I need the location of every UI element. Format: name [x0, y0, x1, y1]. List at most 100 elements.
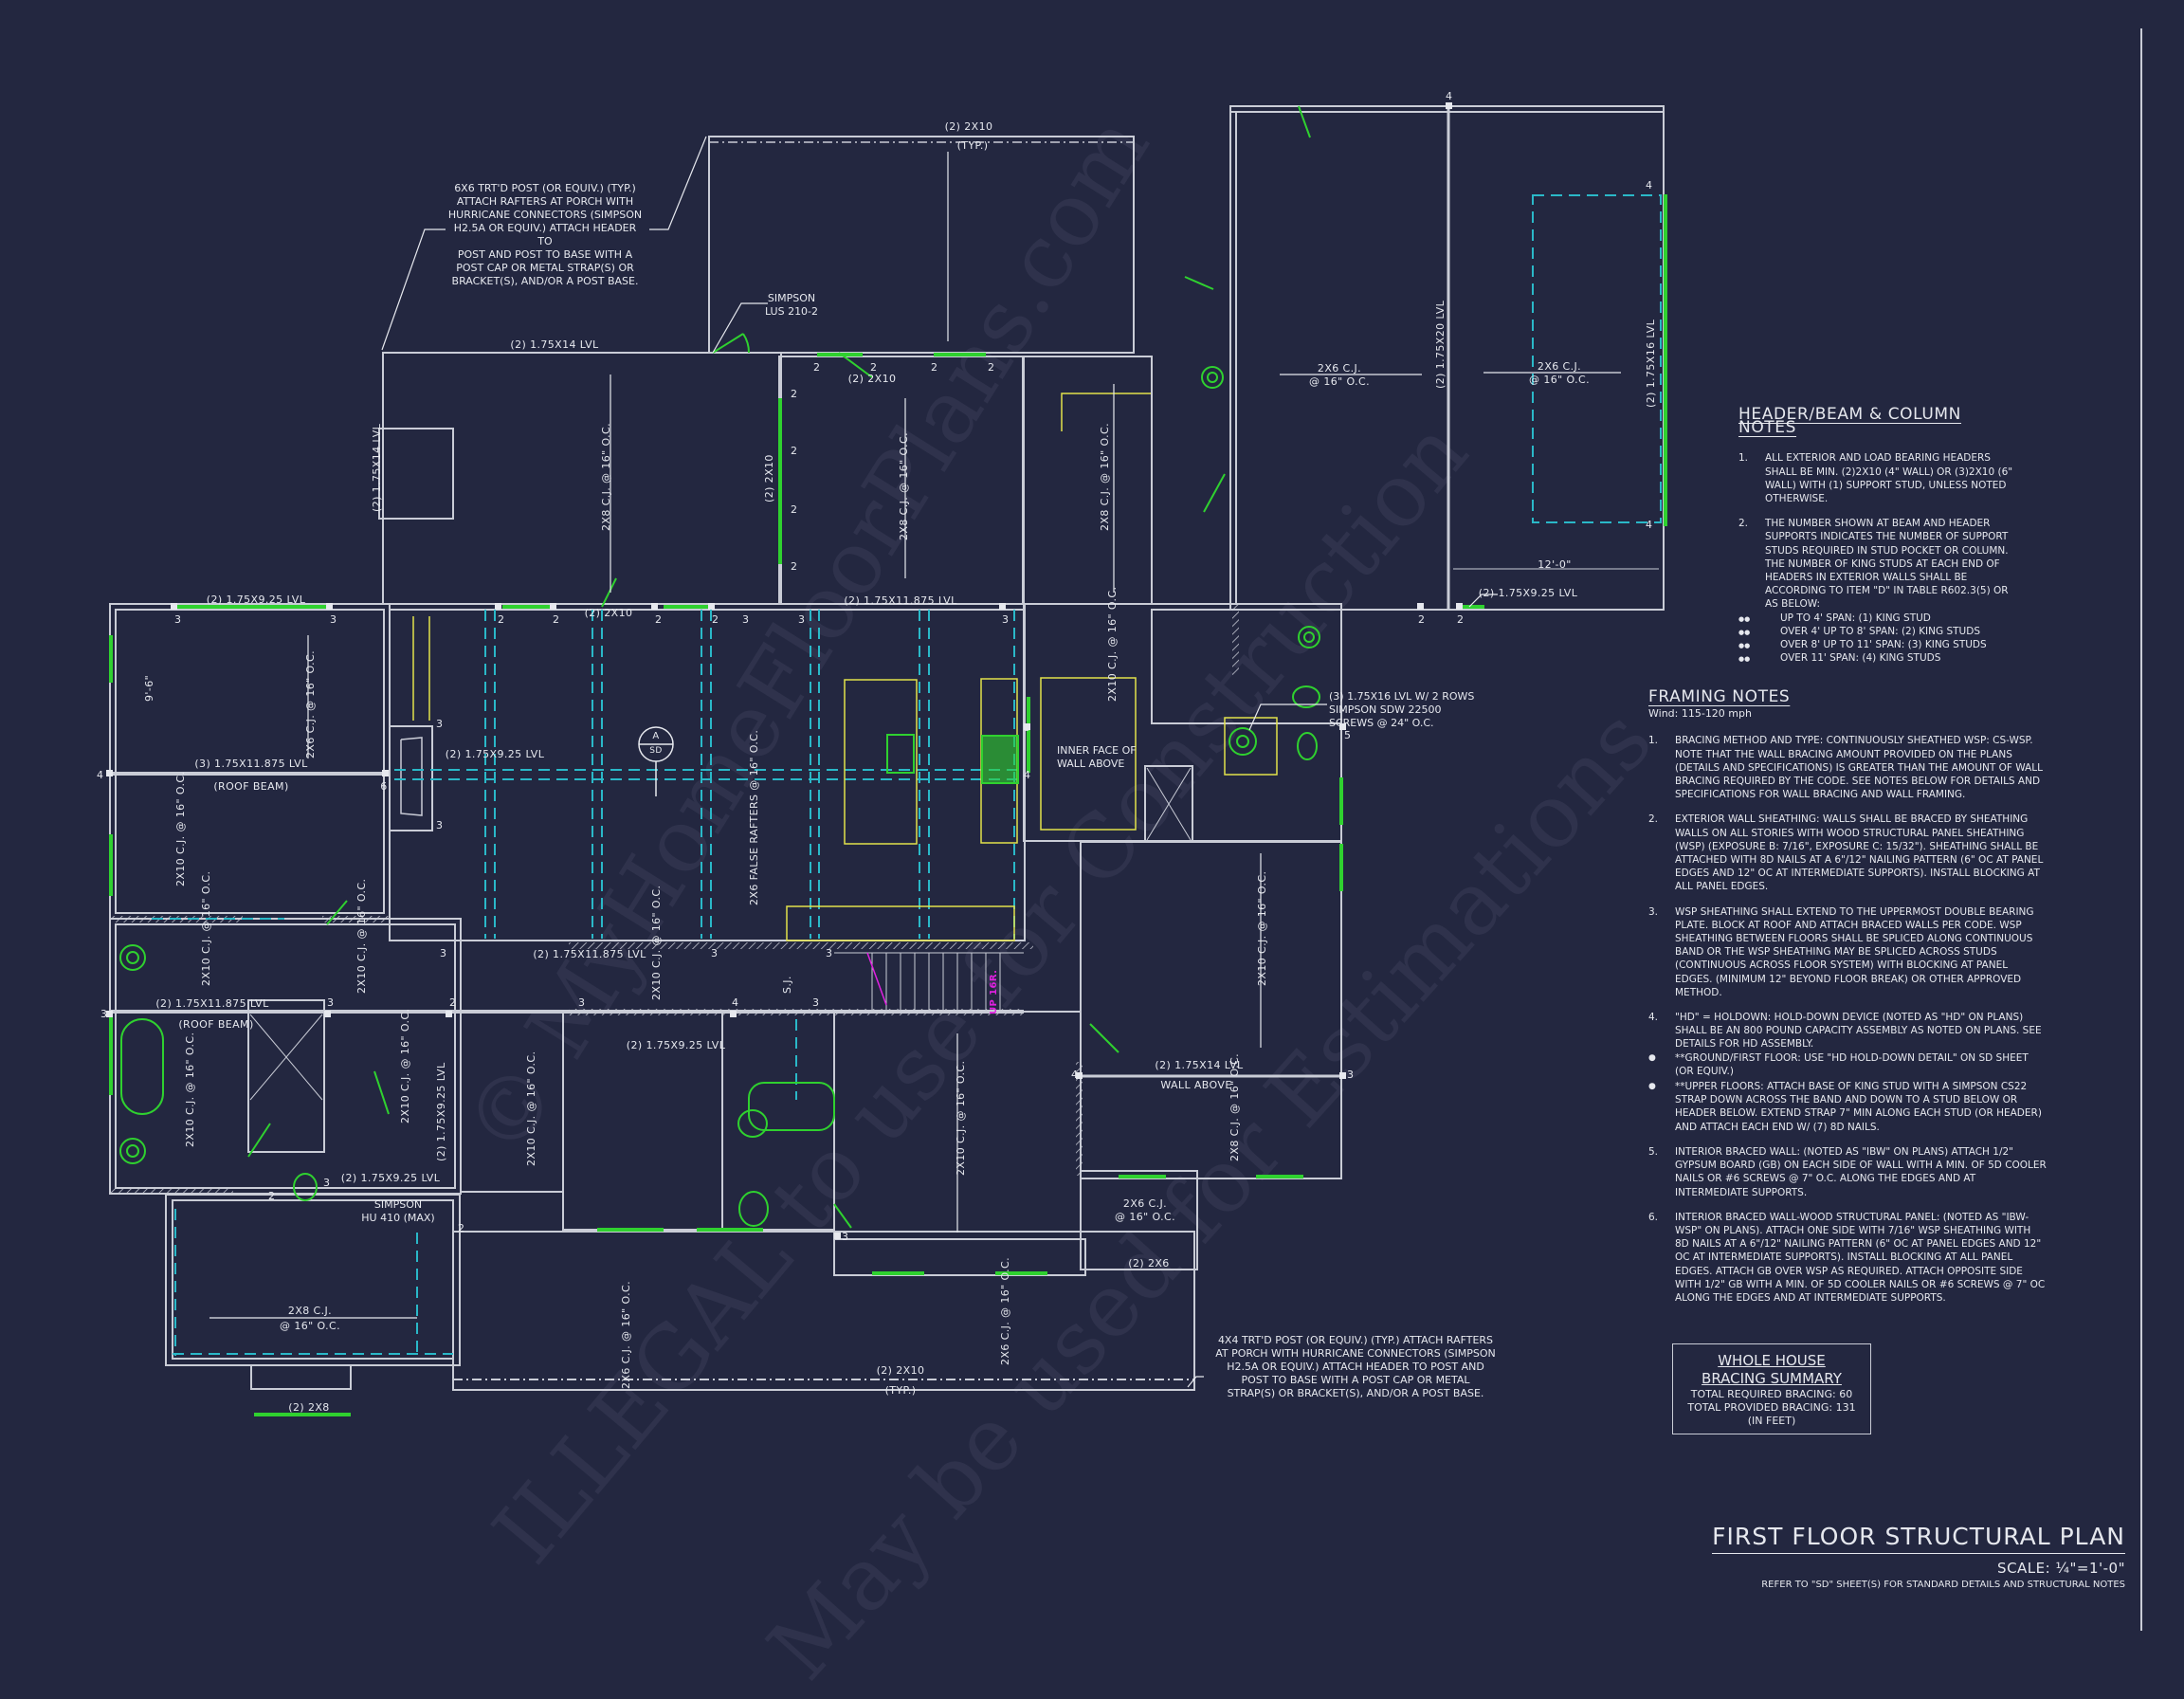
- beam-label-front-header: (2) 2x10: [876, 1364, 925, 1377]
- stud-count: 3: [100, 1008, 108, 1020]
- stud-count: 3: [323, 1177, 331, 1189]
- cj-label-2x6-study: 2x6 C.J. @ 16" O.C.: [304, 650, 317, 758]
- cj-label-2x10-right: 2x10 C.J. @ 16" O.C.: [1256, 870, 1268, 986]
- cj-label-2x6-porch-oc: @ 16" O.C.: [1115, 1211, 1175, 1223]
- sheet-border: [2140, 28, 2142, 1631]
- dimension-garage-12ft: 12'-0": [1538, 558, 1572, 571]
- king-stud-list: UP TO 4' SPAN: (1) KING STUD OVER 4' UP …: [1738, 612, 2023, 667]
- drawing-sheet: © MyHomeFloorPlans.com ILLEGAL to use fo…: [0, 0, 2184, 1638]
- wind-speed: Wind: 115-120 mph: [1648, 707, 1752, 721]
- stud-count: 2: [813, 361, 821, 374]
- stud-count: 5: [1024, 722, 1031, 734]
- cj-label-garage-left: 2x6 C.J.: [1317, 362, 1362, 375]
- stud-count: 3: [330, 613, 337, 626]
- stud-count: 2: [458, 1222, 465, 1234]
- framing-note-2: 2.EXTERIOR WALL SHEATHING: WALLS SHALL B…: [1648, 813, 2044, 893]
- cj-label-2x10-wic: 2x10 C.J. @ 16" O.C.: [399, 1008, 411, 1124]
- beam-label-lvl-925-bath: (2) 1.75x9.25 LVL: [340, 1172, 441, 1184]
- stud-count: 4: [1024, 769, 1031, 781]
- sheet-title: FIRST FLOOR STRUCTURAL PLAN: [1712, 1523, 2125, 1554]
- bracing-provided: TOTAL PROVIDED BRACING: 131: [1687, 1401, 1856, 1414]
- stud-count: 2: [931, 361, 938, 374]
- stud-count: 4: [1646, 179, 1653, 192]
- stud-count: 2: [791, 503, 798, 516]
- beam-label-roof-beam-2: (2) 1.75x11.875 LVL: [155, 997, 269, 1010]
- callout-4x4-porch-post: 4x4 TRT'D POST (OR EQUIV.) (TYP.) ATTACH…: [1215, 1334, 1496, 1399]
- stud-count: 2: [988, 361, 995, 374]
- framing-note-6: 6.INTERIOR BRACED WALL-WOOD STRUCTURAL P…: [1648, 1211, 2046, 1304]
- header-note-1: 1.ALL EXTERIOR AND LOAD BEARING HEADERS …: [1738, 452, 2013, 505]
- stud-count: 3: [436, 718, 444, 730]
- cj-label-2x10-study-low: 2x10 C.J. @ 16" O.C.: [174, 771, 187, 886]
- beam-label-rear-porch-header: (2) 2x10: [944, 120, 993, 133]
- framing-notes: FRAMING NOTES Wind: 115-120 mph 1.BRACIN…: [1648, 687, 2047, 1316]
- cj-label-2x10-closet: 2x10 C.J. @ 16" O.C.: [355, 878, 368, 994]
- king-stud-item: OVER 4' UP TO 8' SPAN: (2) KING STUDS: [1738, 625, 2023, 639]
- callout-simpson-hu: SIMPSON HU 410 (MAX): [361, 1198, 435, 1224]
- bracing-summary-title-1: WHOLE HOUSE: [1718, 1352, 1826, 1369]
- beam-label-header-2x10-side: (2) 2x10: [763, 454, 775, 502]
- beam-label-lvl-14-wall-above: (2) 1.75x14 LVL: [1155, 1059, 1244, 1071]
- cj-label-2x10-hall: 2x10 C.J. @ 16" O.C.: [1106, 586, 1119, 702]
- header-beam-column-notes: HEADER/BEAM & COLUMN NOTES 1.ALL EXTERIO…: [1738, 406, 2023, 667]
- callout-simpson-lus: SIMPSON LUS 210-2: [764, 292, 819, 318]
- bracing-summary-title-2: BRACING SUMMARY: [1702, 1370, 1842, 1387]
- stud-count: 4: [97, 769, 104, 781]
- stud-count: 2: [655, 613, 663, 626]
- king-stud-item: OVER 8' UP TO 11' SPAN: (3) KING STUDS: [1738, 638, 2023, 652]
- beam-label-lvl-11875-top: (2) 1.75x11.875 LVL: [844, 594, 957, 607]
- framing-note-3: 3.WSP SHEATHING SHALL EXTEND TO THE UPPE…: [1648, 905, 2034, 998]
- cj-label-2x8-dining: 2x8 C.J. @ 16" O.C.: [898, 432, 910, 540]
- sheet-reference-note: REFER TO "SD" SHEET(S) FOR STANDARD DETA…: [1761, 1580, 2125, 1590]
- stud-count: 3: [174, 613, 182, 626]
- cj-label-2x10-mid: 2x10 C.J. @ 16" O.C.: [650, 885, 663, 1000]
- stud-count: 3: [436, 819, 444, 831]
- framing-note-5: 5.INTERIOR BRACED WALL: (NOTED AS "IBW" …: [1648, 1145, 2047, 1198]
- cj-label-2x8-laundry: 2x8 C.J. @ 16" O.C.: [1099, 423, 1111, 531]
- cj-label-2x6-front-left: 2x6 C.J. @ 16" O.C.: [620, 1281, 632, 1389]
- cj-label-2x8-right: 2x8 C.J. @ 16" O.C.: [1228, 1053, 1241, 1161]
- beam-label-header-2x10-great: (2) 2x10: [584, 607, 633, 619]
- stud-count: 4: [732, 996, 739, 1009]
- callout-6x6-porch-post: 6x6 TRT'D POST (OR EQUIV.) (TYP.) ATTACH…: [447, 182, 643, 287]
- stud-count: 3: [711, 947, 719, 959]
- bracing-summary-box: WHOLE HOUSE BRACING SUMMARY TOTAL REQUIR…: [1672, 1343, 1871, 1434]
- beam-label-rear-porch-typ: (TYP.): [956, 139, 989, 152]
- holdown-upper-floors: **UPPER FLOORS: ATTACH BASE OF KING STUD…: [1648, 1080, 2047, 1134]
- beam-label-header-2x6: (2) 2x6: [1128, 1257, 1170, 1270]
- cj-label-2x10-bath: 2x10 C.J. @ 16" O.C.: [200, 870, 212, 986]
- stair-up-label: UP 16R.: [989, 969, 999, 1014]
- stud-count: 3: [1347, 1069, 1355, 1081]
- cj-label-false-rafters: 2x6 FALSE RAFTERS @ 16" O.C.: [748, 729, 760, 905]
- king-stud-item: UP TO 4' SPAN: (1) KING STUD: [1738, 612, 2023, 626]
- framing-notes-title: FRAMING NOTES: [1648, 687, 1791, 706]
- beam-label-lvl-20-garage: (2) 1.75x20 LVL: [1434, 300, 1447, 389]
- beam-label-roof-beam-1b: (ROOF BEAM): [213, 780, 289, 793]
- cj-label-2x6-front-right: 2x6 C.J. @ 16" O.C.: [999, 1257, 1011, 1365]
- king-stud-item: OVER 11' SPAN: (4) KING STUDS: [1738, 651, 2023, 666]
- beam-label-lvl-925-fire: (2) 1.75x9.25 LVL: [445, 748, 545, 760]
- stud-count: 3: [1002, 613, 1010, 626]
- sheet-scale: SCALE: ¼"=1'-0": [1997, 1560, 2125, 1577]
- cj-label-2x10-master: 2x10 C.J. @ 16" O.C.: [184, 1032, 196, 1147]
- cj-label-garage-left-oc: @ 16" O.C.: [1309, 375, 1370, 388]
- beam-label-lvl-925-left: (2) 1.75x9.25 LVL: [206, 594, 306, 606]
- stud-count: 3: [327, 996, 335, 1009]
- stud-count: 3: [440, 947, 447, 959]
- beam-label-front-typ: (TYP.): [884, 1384, 917, 1397]
- bracing-units: (IN FEET): [1747, 1415, 1796, 1427]
- stud-count: 2: [791, 388, 798, 400]
- stud-count: 2: [498, 613, 505, 626]
- dimension-9ft-6in: 9'-6": [143, 674, 155, 702]
- beam-label-header-2x10-mid: (2) 2x10: [847, 373, 897, 385]
- stud-count: 3: [578, 996, 586, 1009]
- cj-label-2x10-bed2: 2x10 C.J. @ 16" O.C.: [525, 1050, 537, 1166]
- beam-label-roof-beam-2b: (ROOF BEAM): [178, 1018, 254, 1031]
- beam-label-lvl-925-vertical: (2) 1.75x9.25 LVL: [435, 1062, 447, 1161]
- stud-count: 2: [712, 613, 719, 626]
- cj-label-2x10-bed3: 2x10 C.J. @ 16" O.C.: [955, 1060, 967, 1176]
- beam-label-roof-beam-1: (3) 1.75x11.875 LVL: [194, 758, 308, 770]
- stud-count: 2: [1457, 613, 1465, 626]
- stud-count: 2: [791, 445, 798, 457]
- stud-count: 2: [553, 613, 560, 626]
